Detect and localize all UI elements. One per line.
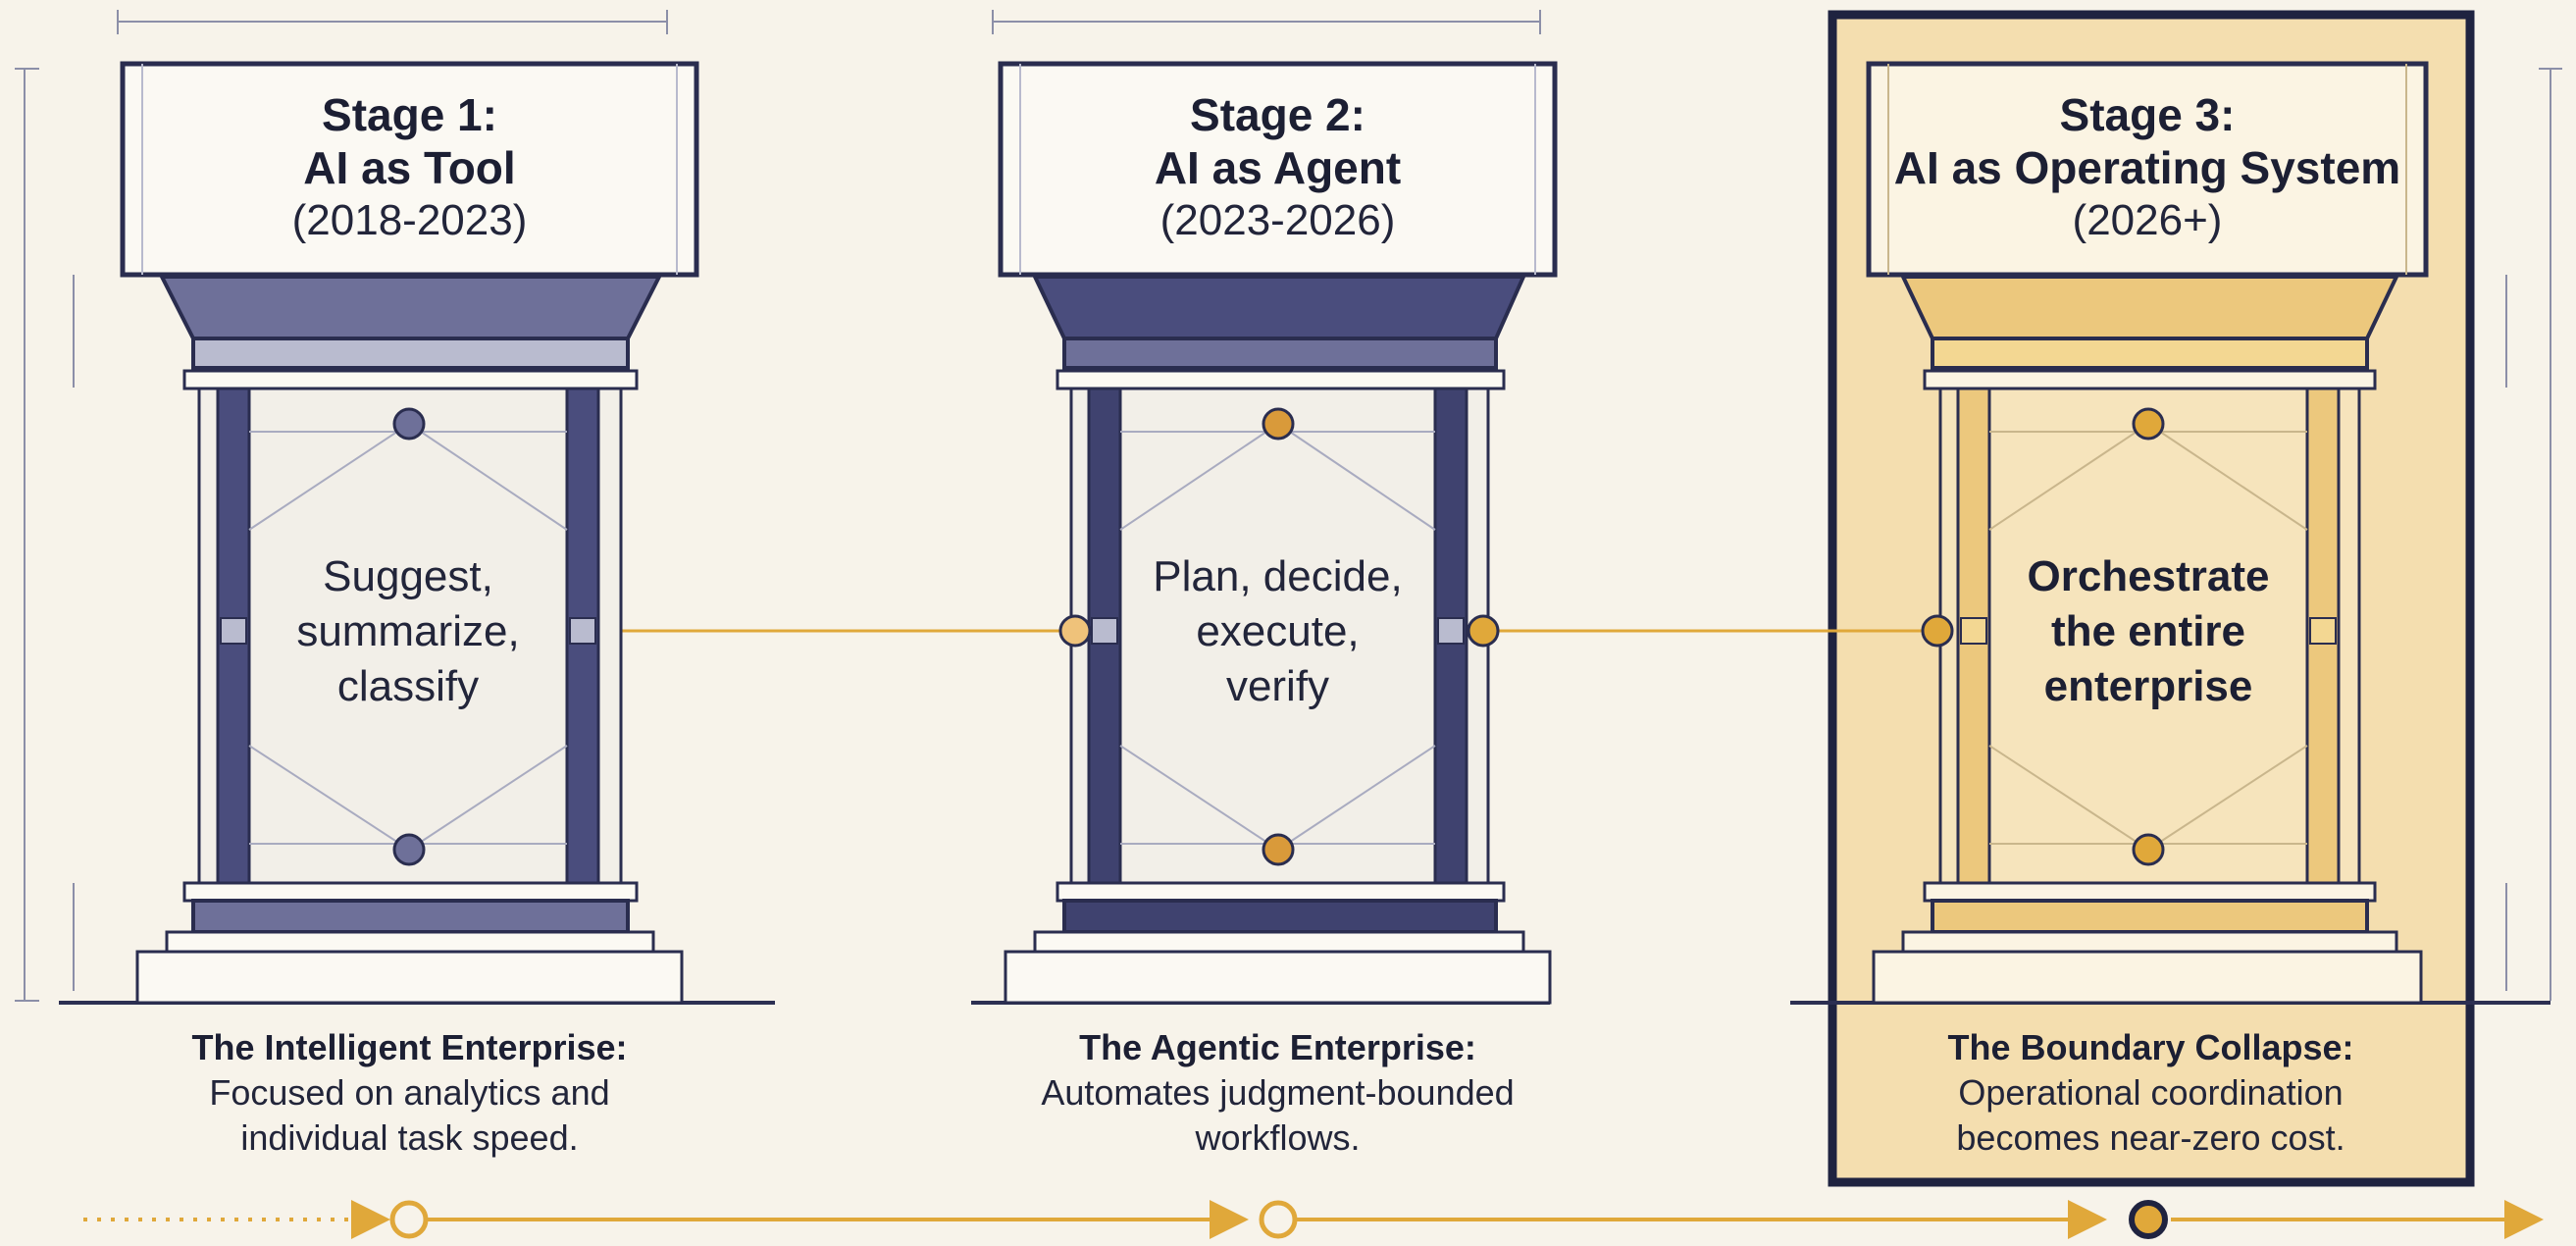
stage-2-caption-title: The Agentic Enterprise: [1079, 1027, 1476, 1067]
stage-2-body-line: Plan, decide, [1153, 552, 1403, 600]
stage-2-body-line: execute, [1196, 607, 1360, 655]
timeline [83, 1200, 2544, 1239]
stage-3-caption-line: Operational coordination [1958, 1072, 2344, 1113]
node-bottom-icon [392, 833, 426, 866]
stage-1-body-line: Suggest, [323, 552, 493, 600]
stage-3-body-line: Orchestrate [2027, 552, 2270, 600]
node-top-icon [1262, 407, 1295, 441]
node-left-icon [1921, 614, 1954, 648]
stage-3-body-line: the entire [2050, 607, 2246, 655]
stage-1-body-line: summarize, [296, 607, 520, 655]
stage-2-body-line: verify [1225, 662, 1330, 710]
stage-3-header: Stage 3: AI as Operating System (2026+) [1869, 88, 2426, 247]
stage-3-caption-line: becomes near-zero cost. [1956, 1117, 2345, 1158]
timeline-node-2-icon [1259, 1200, 1298, 1239]
stage-1-body-line: classify [336, 662, 480, 710]
node-top-icon [392, 407, 426, 441]
stage-3-subtitle: AI as Operating System [1893, 142, 2401, 193]
stage-3-years: (2026+) [2072, 196, 2223, 244]
stage-1-title: Stage 1: [322, 89, 497, 140]
stage-1-years: (2018-2023) [291, 196, 528, 244]
stage-3-caption-title: The Boundary Collapse: [1947, 1027, 2354, 1067]
stage-2-body: Plan, decide, execute, verify [1120, 549, 1435, 714]
stage-2-caption-line: Automates judgment-bounded [1041, 1072, 1515, 1113]
stage-3-body: Orchestrate the entire enterprise [1989, 549, 2307, 714]
dimension-lines [15, 10, 2562, 1002]
stage-1-caption-line: Focused on analytics and [209, 1072, 610, 1113]
stage-2-title: Stage 2: [1190, 89, 1365, 140]
stage-3-body-line: enterprise [2043, 662, 2253, 710]
stage-2-subtitle: AI as Agent [1154, 142, 1402, 193]
node-left-icon [1058, 614, 1092, 648]
stage-2-caption: The Agentic Enterprise: Automates judgme… [971, 1025, 1584, 1161]
stage-1-caption-line: individual task speed. [240, 1117, 579, 1158]
stage-1-caption-title: The Intelligent Enterprise: [191, 1027, 628, 1067]
stage-1-column [120, 61, 699, 1005]
node-top-icon [2132, 407, 2165, 441]
node-bottom-icon [1262, 833, 1295, 866]
stage-2-column [998, 61, 1558, 1005]
stage-3-caption: The Boundary Collapse: Operational coord… [1844, 1025, 2457, 1161]
stage-1-caption: The Intelligent Enterprise: Focused on a… [98, 1025, 721, 1161]
stage-2-caption-line: workflows. [1195, 1117, 1361, 1158]
stage-3-title: Stage 3: [2059, 89, 2236, 140]
node-bottom-icon [2132, 833, 2165, 866]
timeline-node-3-icon [2129, 1200, 2168, 1239]
node-right-icon [1467, 614, 1500, 648]
timeline-node-1-icon [389, 1200, 429, 1239]
stage-2-years: (2023-2026) [1159, 196, 1396, 244]
stage-2-header: Stage 2: AI as Agent (2023-2026) [1001, 88, 1555, 247]
stage-1-body: Suggest, summarize, classify [249, 549, 567, 714]
stage-1-subtitle: AI as Tool [303, 142, 516, 193]
stage-3-column [1866, 61, 2429, 1005]
stage-1-header: Stage 1: AI as Tool (2018-2023) [123, 88, 696, 247]
